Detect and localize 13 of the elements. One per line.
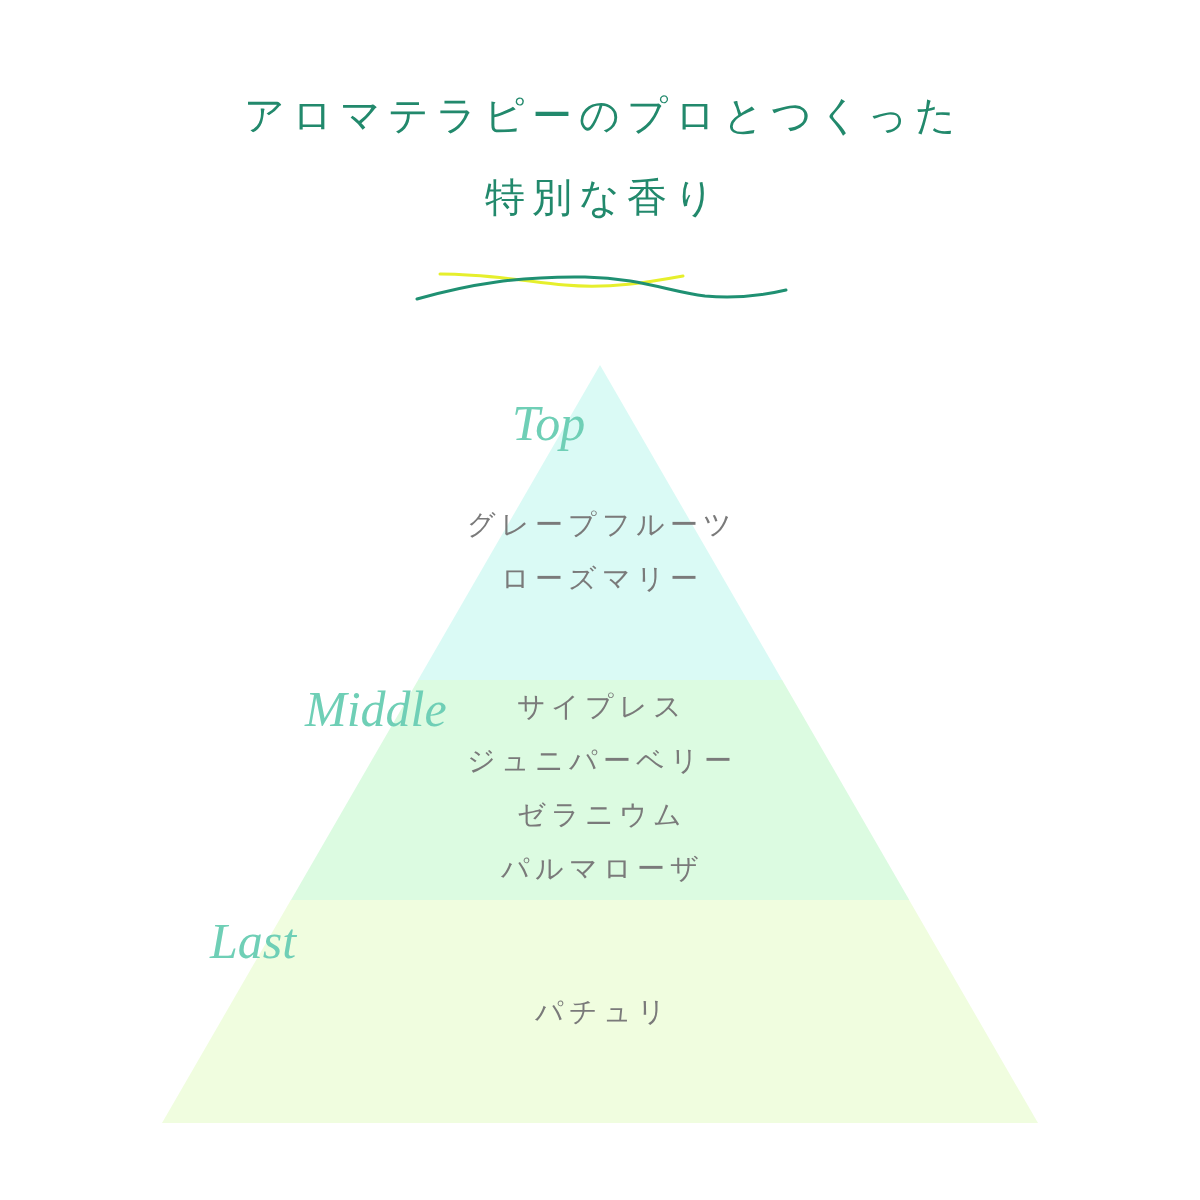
tier-heading: Last bbox=[210, 916, 297, 966]
title-text: アロマテラピーのプロとつくった特別な香り bbox=[243, 91, 964, 222]
pyramid-tier bbox=[417, 365, 782, 680]
ingredient-text: ゼラニウム bbox=[516, 798, 688, 832]
ingredient-text: パルマローザ bbox=[500, 852, 704, 886]
ingredient-text: サイプレス bbox=[516, 690, 688, 724]
ingredient-text: ローズマリー bbox=[500, 562, 704, 596]
tier-heading: Middle bbox=[305, 684, 447, 734]
ingredient-text: ジュニパーベリー bbox=[466, 744, 738, 778]
ingredient-text: グレープフルーツ bbox=[466, 508, 738, 542]
pyramid-tier bbox=[162, 900, 1038, 1123]
ingredient-text: パチュリ bbox=[533, 995, 671, 1029]
pyramid-tier bbox=[290, 680, 910, 900]
